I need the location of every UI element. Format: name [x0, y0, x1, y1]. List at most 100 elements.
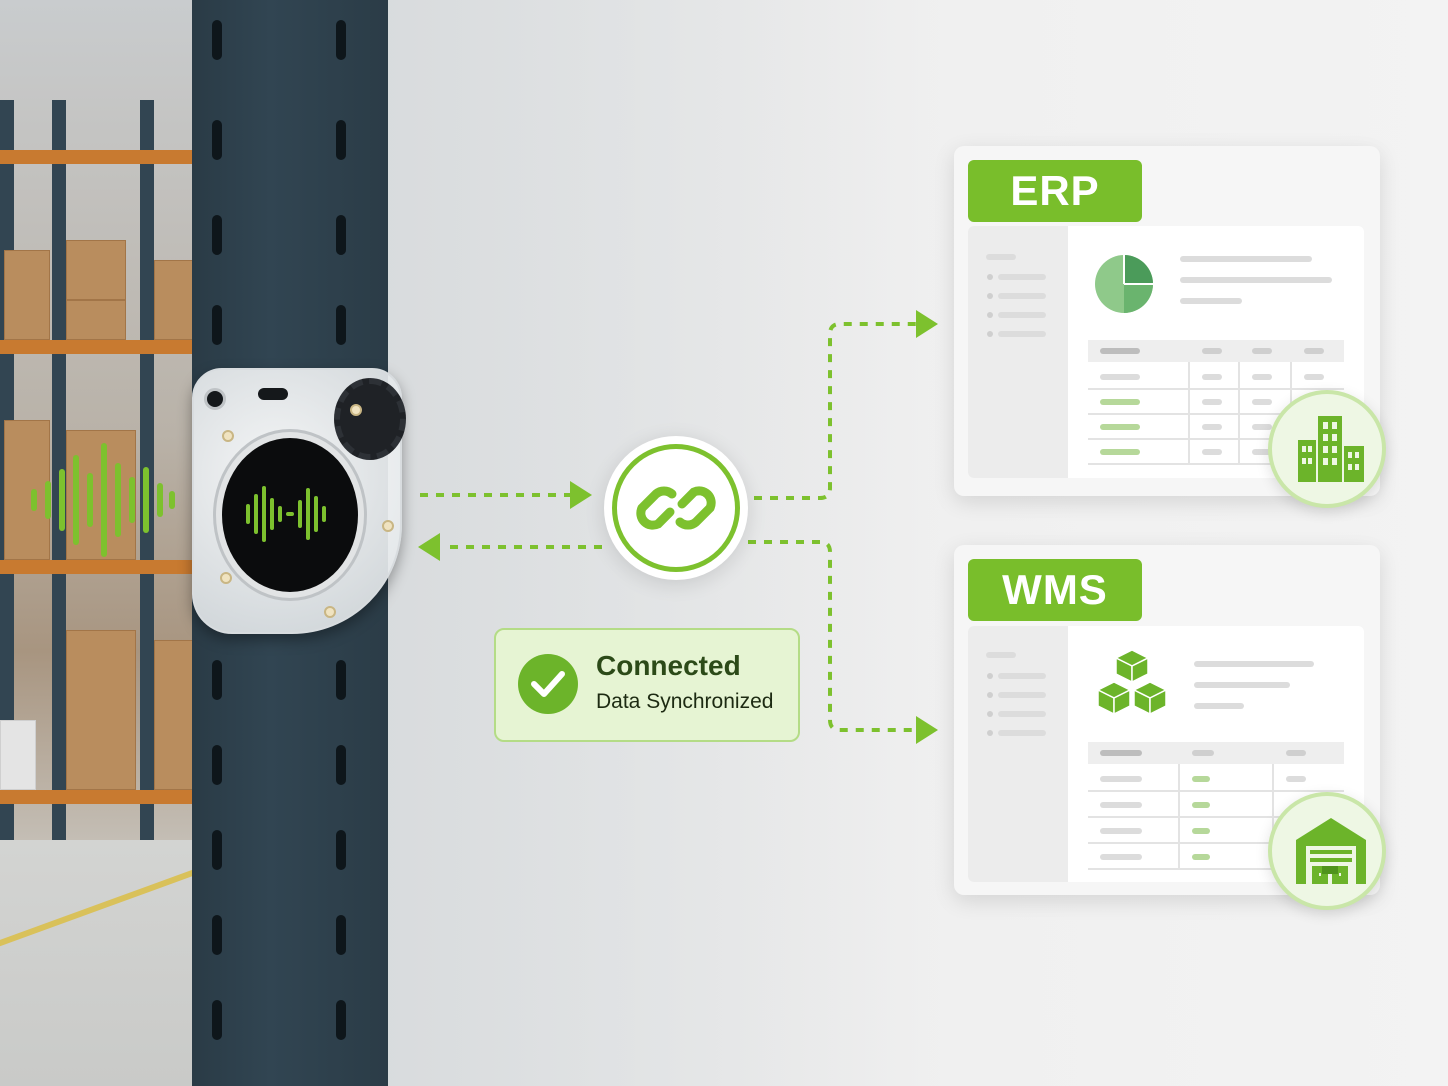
box	[4, 250, 50, 340]
table-row	[1202, 424, 1222, 430]
table-row-divider	[1088, 413, 1344, 415]
arrow-head-to-hub	[570, 481, 592, 509]
sidebar-line	[998, 730, 1046, 736]
table-header-cell	[1252, 348, 1272, 354]
hub-ring	[612, 444, 740, 572]
wms-badge: WMS	[968, 559, 1142, 621]
shelf-beam	[0, 790, 200, 804]
table-row	[1100, 854, 1142, 860]
sound-wave-icon	[31, 443, 175, 557]
table-row	[1100, 449, 1140, 455]
column-slot	[212, 660, 222, 700]
erp-badge: ERP	[968, 160, 1142, 222]
column-slot	[212, 20, 222, 60]
content-line	[1180, 277, 1332, 283]
table-header-cell	[1100, 348, 1140, 354]
device-screw	[382, 520, 394, 532]
table-row-divider	[1088, 790, 1344, 792]
column-slot	[336, 20, 346, 60]
content-line	[1194, 661, 1314, 667]
sidebar-line	[998, 673, 1046, 679]
arrow-head-to-device	[418, 533, 440, 561]
sidebar-line	[986, 652, 1016, 658]
sidebar-dot	[987, 293, 993, 299]
device-sensor	[258, 388, 288, 400]
column-slot	[212, 120, 222, 160]
column-slot	[336, 745, 346, 785]
table-row	[1192, 776, 1210, 782]
wms-sidebar	[968, 626, 1068, 882]
sidebar-dot	[987, 711, 993, 717]
arrow-head-to-wms	[916, 716, 938, 744]
pie-chart-icon	[1095, 255, 1153, 313]
table-row	[1202, 449, 1222, 455]
table-row	[1192, 828, 1210, 834]
table-row	[1252, 374, 1272, 380]
device-camera	[204, 388, 226, 410]
column-slot	[336, 305, 346, 345]
content-line	[1180, 256, 1312, 262]
table-row	[1100, 802, 1142, 808]
shelf-beam	[0, 560, 200, 574]
sidebar-dot	[987, 730, 993, 736]
box	[66, 300, 126, 340]
column-slot	[212, 745, 222, 785]
status-subtitle: Data Synchronized	[596, 690, 774, 713]
sidebar-dot	[987, 312, 993, 318]
table-row	[1192, 854, 1210, 860]
sidebar-line	[998, 274, 1046, 280]
column-slot	[336, 915, 346, 955]
table-row	[1252, 449, 1272, 455]
sidebar-dot	[987, 274, 993, 280]
device-screw	[350, 404, 362, 416]
content-line	[1194, 682, 1290, 688]
table-row	[1100, 374, 1140, 380]
sidebar-line	[998, 331, 1046, 337]
column-slot	[336, 830, 346, 870]
sidebar-line	[998, 293, 1046, 299]
sidebar-dot	[987, 331, 993, 337]
table-row-divider	[1088, 842, 1344, 844]
table-header-cell	[1202, 348, 1222, 354]
erp-sidebar	[968, 226, 1068, 478]
table-row-divider	[1088, 463, 1344, 465]
table-row	[1100, 828, 1142, 834]
sidebar-line	[998, 711, 1046, 717]
sidebar-line	[986, 254, 1016, 260]
table-header	[1088, 742, 1344, 764]
table-row	[1252, 424, 1272, 430]
device-screw	[222, 430, 234, 442]
column-slot	[212, 830, 222, 870]
table-row	[1252, 399, 1272, 405]
office-building-icon-badge	[1268, 390, 1386, 508]
table-header-cell	[1286, 750, 1306, 756]
status-title: Connected	[596, 650, 741, 681]
chain-link-icon	[636, 486, 716, 530]
column-slot	[212, 1000, 222, 1040]
table-header-cell	[1304, 348, 1324, 354]
table-header-cell	[1192, 750, 1214, 756]
column-slot	[336, 120, 346, 160]
box	[66, 630, 136, 790]
box	[66, 240, 126, 300]
content-line	[1180, 298, 1242, 304]
device-screw	[324, 606, 336, 618]
table-row-divider	[1088, 816, 1344, 818]
sidebar-line	[998, 692, 1046, 698]
check-icon	[518, 654, 578, 714]
table-row-divider	[1088, 868, 1344, 870]
box	[154, 260, 194, 340]
sidebar-dot	[987, 692, 993, 698]
column-slot	[336, 1000, 346, 1040]
shelf-beam	[0, 150, 200, 164]
warehouse-icon	[1296, 818, 1366, 884]
sidebar-line	[998, 312, 1046, 318]
content-line	[1194, 703, 1244, 709]
column-slot	[336, 215, 346, 255]
table-row	[1304, 374, 1324, 380]
table-row-divider	[1088, 388, 1344, 390]
device-knob	[334, 378, 406, 460]
stacked-boxes-icon	[1096, 649, 1168, 716]
table-row	[1100, 399, 1140, 405]
